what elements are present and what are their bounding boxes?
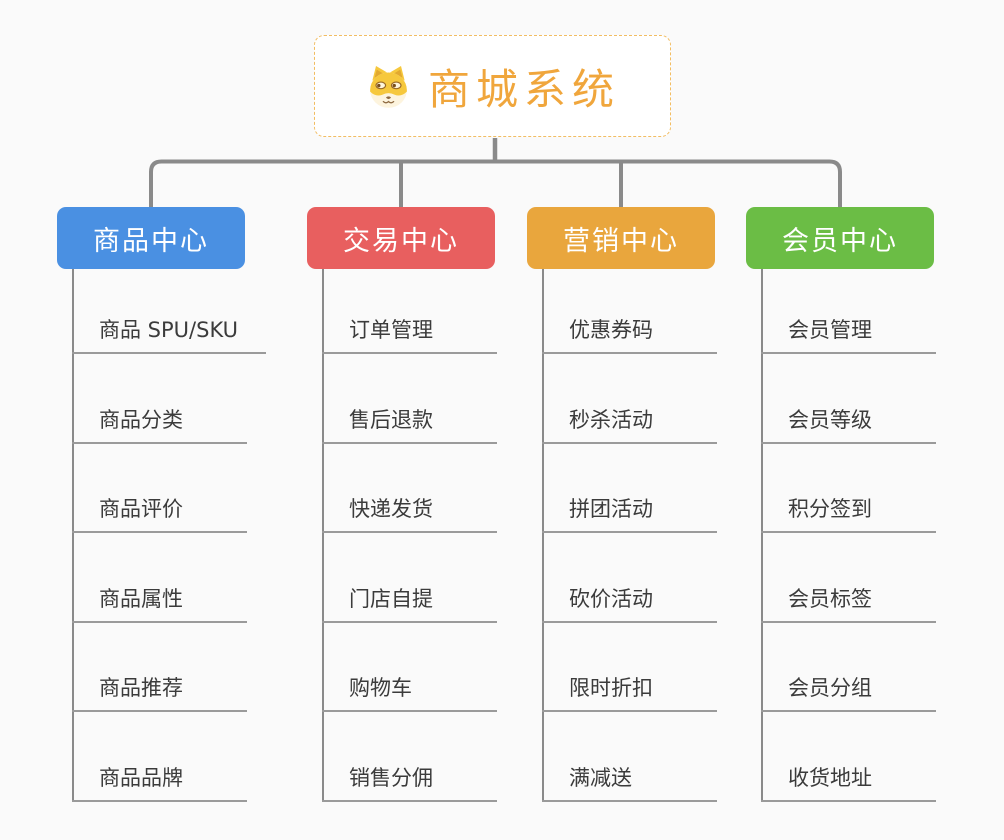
branch-spine-line bbox=[542, 269, 544, 802]
leaf-node[interactable]: 拼团活动 bbox=[542, 495, 717, 533]
leaf-node[interactable]: 限时折扣 bbox=[542, 674, 717, 712]
leaf-node[interactable]: 购物车 bbox=[322, 674, 497, 712]
leaf-node[interactable]: 商品 SPU/SKU bbox=[72, 316, 267, 354]
leaf-node[interactable]: 会员管理 bbox=[761, 316, 936, 354]
leaf-node[interactable]: 销售分佣 bbox=[322, 764, 497, 802]
branch-label: 会员中心 bbox=[782, 225, 898, 257]
leaf-node[interactable]: 门店自提 bbox=[322, 585, 497, 623]
leaf-node[interactable]: 快递发货 bbox=[322, 495, 497, 533]
branch-node-trade-center[interactable]: 交易中心 bbox=[307, 207, 495, 269]
leaf-column-product: 商品 SPU/SKU 商品分类 商品评价 商品属性 商品推荐 商品品牌 bbox=[72, 269, 312, 802]
leaf-node[interactable]: 商品评价 bbox=[72, 495, 247, 533]
leaf-node[interactable]: 秒杀活动 bbox=[542, 406, 717, 444]
root-title: 商城系统 bbox=[427, 64, 620, 114]
branch-node-member-center[interactable]: 会员中心 bbox=[746, 207, 934, 269]
leaf-node[interactable]: 售后退款 bbox=[322, 406, 497, 444]
branch-node-marketing-center[interactable]: 营销中心 bbox=[527, 207, 715, 269]
leaf-node[interactable]: 收货地址 bbox=[761, 764, 936, 802]
branch-spine-line bbox=[322, 269, 324, 802]
leaf-node[interactable]: 优惠券码 bbox=[542, 316, 717, 354]
branch-label: 交易中心 bbox=[343, 225, 459, 257]
branch-label: 营销中心 bbox=[563, 225, 679, 257]
leaf-node[interactable]: 积分签到 bbox=[761, 495, 936, 533]
leaf-node[interactable]: 商品推荐 bbox=[72, 674, 247, 712]
branch-label: 商品中心 bbox=[93, 225, 209, 257]
leaf-node[interactable]: 商品属性 bbox=[72, 585, 247, 623]
leaf-column-member: 会员管理 会员等级 积分签到 会员标签 会员分组 收货地址 bbox=[761, 269, 1001, 802]
leaf-node[interactable]: 砍价活动 bbox=[542, 585, 717, 623]
branch-bus-line bbox=[149, 159, 842, 209]
leaf-node[interactable]: 商品分类 bbox=[72, 406, 247, 444]
leaf-column-trade: 订单管理 售后退款 快递发货 门店自提 购物车 销售分佣 bbox=[322, 269, 562, 802]
leaf-node[interactable]: 会员等级 bbox=[761, 406, 936, 444]
branch-node-product-center[interactable]: 商品中心 bbox=[57, 207, 245, 269]
dog-icon bbox=[370, 65, 407, 108]
leaf-node[interactable]: 商品品牌 bbox=[72, 764, 247, 802]
branch-spine-line bbox=[761, 269, 763, 802]
leaf-node[interactable]: 满减送 bbox=[542, 764, 717, 802]
leaf-column-marketing: 优惠券码 秒杀活动 拼团活动 砍价活动 限时折扣 满减送 bbox=[542, 269, 782, 802]
root-node[interactable]: 商城系统 bbox=[314, 35, 671, 137]
leaf-node[interactable]: 订单管理 bbox=[322, 316, 497, 354]
leaf-node[interactable]: 会员分组 bbox=[761, 674, 936, 712]
branch-spine-line bbox=[72, 269, 74, 802]
leaf-node[interactable]: 会员标签 bbox=[761, 585, 936, 623]
